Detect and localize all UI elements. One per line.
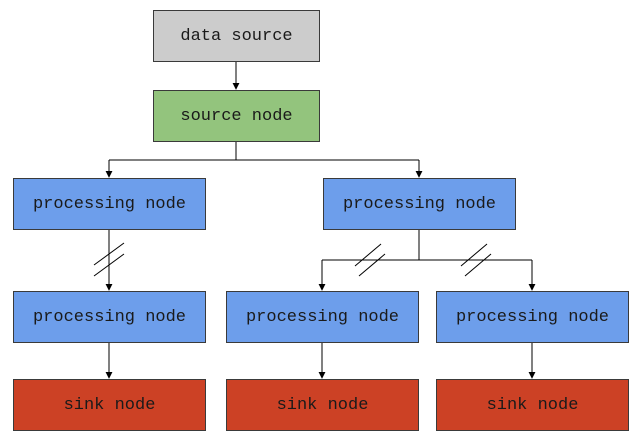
sink-node-1: sink node — [13, 379, 206, 431]
processing-node-1-label: processing node — [32, 194, 187, 214]
sink-node-3-label: sink node — [486, 395, 579, 415]
processing-node-2-label: processing node — [342, 194, 497, 214]
sink-node-1-label: sink node — [63, 395, 156, 415]
sink-node-2: sink node — [226, 379, 419, 431]
processing-node-3-label: processing node — [32, 307, 187, 327]
double-slash-marker-left — [93, 242, 125, 277]
sink-node-2-label: sink node — [276, 395, 369, 415]
processing-node-5: processing node — [436, 291, 629, 343]
processing-node-2: processing node — [323, 178, 516, 230]
processing-node-4-label: processing node — [245, 307, 400, 327]
processing-node-3: processing node — [13, 291, 206, 343]
double-slash-marker-middle — [354, 243, 386, 277]
processing-node-5-label: processing node — [455, 307, 610, 327]
double-slash-marker-right — [460, 243, 492, 277]
processing-node-4: processing node — [226, 291, 419, 343]
data-source-node: data source — [153, 10, 320, 62]
sink-node-3: sink node — [436, 379, 629, 431]
data-source-label: data source — [180, 26, 293, 46]
source-node: source node — [153, 90, 320, 142]
source-node-label: source node — [180, 106, 293, 126]
processing-node-1: processing node — [13, 178, 206, 230]
